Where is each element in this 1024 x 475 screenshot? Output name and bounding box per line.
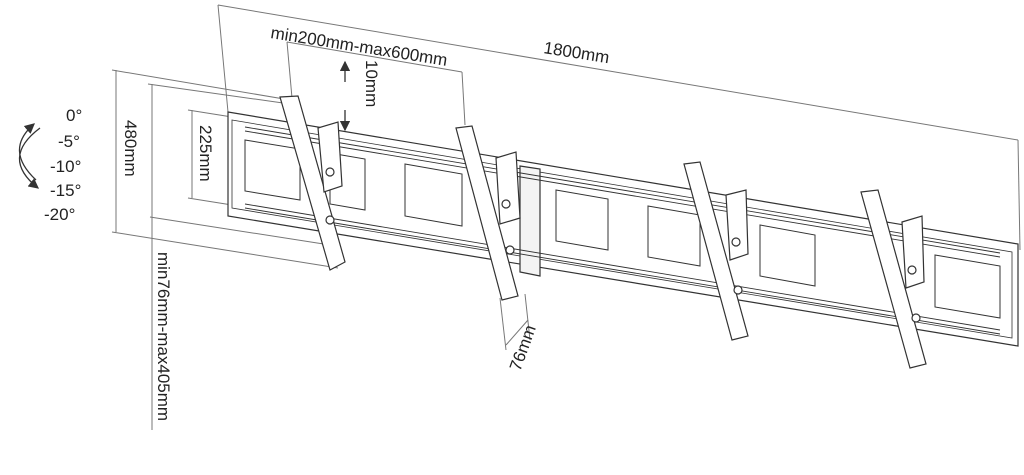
bracket-2 bbox=[455, 125, 521, 301]
tilt-angle-4: -20° bbox=[44, 205, 75, 224]
tilt-angle-0: 0° bbox=[66, 106, 82, 125]
bracket-4 bbox=[860, 189, 927, 369]
tilt-angle-3: -15° bbox=[50, 181, 81, 200]
arm-offset-label: 10mm bbox=[362, 60, 381, 107]
arm-spacing-label: min200mm-max600mm bbox=[269, 23, 448, 70]
tilt-angle-list: 0° -5° -10° -15° -20° bbox=[44, 106, 82, 224]
plate-height-label: 480mm bbox=[121, 120, 140, 177]
total-width-label: 1800mm bbox=[542, 38, 610, 67]
wall-distance-label: 76mm bbox=[506, 322, 540, 373]
bracket-1 bbox=[279, 95, 346, 271]
tilt-arrow-icon bbox=[18, 123, 41, 189]
tilt-angle-2: -10° bbox=[50, 157, 81, 176]
inner-height-label: 225mm bbox=[196, 125, 215, 182]
screen-vesa-label: min76mm-max405mm bbox=[154, 252, 173, 421]
dimension-lines bbox=[111, 4, 1021, 430]
tilt-angle-1: -5° bbox=[58, 132, 80, 151]
bracket-3 bbox=[683, 161, 749, 341]
